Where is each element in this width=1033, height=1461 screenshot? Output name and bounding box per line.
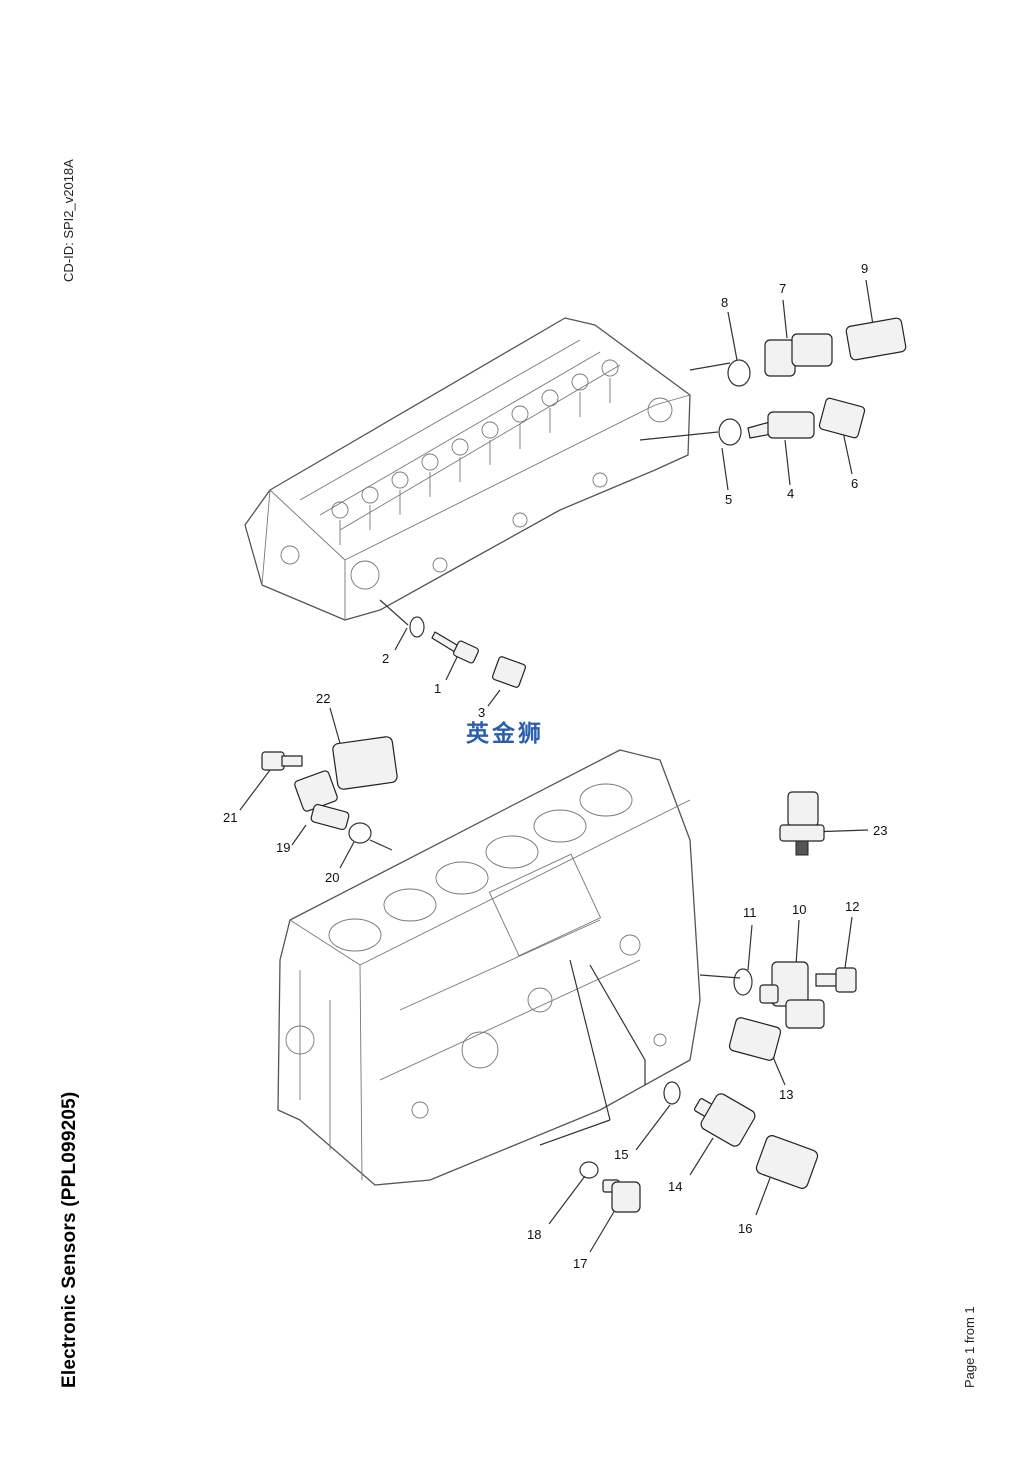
part-17-plug xyxy=(602,1179,641,1213)
part-19-speed-sensor xyxy=(294,770,350,831)
part-1-temperature-sensor xyxy=(431,631,479,664)
callout-5: 5 xyxy=(725,492,733,507)
callout-7: 7 xyxy=(779,281,787,296)
part-4-temperature-sensor xyxy=(747,411,815,439)
part-20-seal-ring xyxy=(348,822,372,844)
callout-2: 2 xyxy=(382,651,390,666)
part-14-pressure-sensor xyxy=(693,1093,756,1147)
part-8-seal-ring xyxy=(727,359,751,387)
callout-20: 20 xyxy=(325,870,340,885)
callout-19: 19 xyxy=(276,840,291,855)
part-5-seal-ring xyxy=(718,418,742,446)
part-23-pressure-sensor xyxy=(779,791,825,856)
callout-23: 23 xyxy=(873,823,888,838)
callout-13: 13 xyxy=(779,1087,794,1102)
part-16-connector xyxy=(755,1135,819,1189)
part-22-connector xyxy=(332,736,398,790)
engine-block-illustration xyxy=(277,749,701,1186)
callout-10: 10 xyxy=(792,902,807,917)
callout-12: 12 xyxy=(845,899,860,914)
callout-4: 4 xyxy=(787,486,795,501)
callout-6: 6 xyxy=(851,476,859,491)
part-7-pressure-sensor xyxy=(764,333,833,377)
callout-18: 18 xyxy=(527,1227,542,1242)
part-10-speed-sensor xyxy=(759,961,825,1029)
callout-16: 16 xyxy=(738,1221,753,1236)
watermark-text: 英金狮 xyxy=(466,721,544,747)
callout-17: 17 xyxy=(573,1256,588,1271)
leader-lines xyxy=(239,279,874,1253)
part-13-connector xyxy=(728,1017,782,1061)
part-18-seal-ring xyxy=(579,1161,599,1179)
part-12-bolt xyxy=(815,967,857,993)
cylinder-head-illustration xyxy=(244,317,691,621)
part-6-connector xyxy=(818,397,866,439)
callout-3: 3 xyxy=(478,705,486,720)
part-3-connector xyxy=(491,656,527,688)
callout-1: 1 xyxy=(434,681,442,696)
part-15-seal-ring xyxy=(663,1081,681,1105)
callout-21: 21 xyxy=(223,810,238,825)
callout-14: 14 xyxy=(668,1179,683,1194)
part-11-seal-ring xyxy=(733,968,753,996)
callout-22: 22 xyxy=(316,691,331,706)
part-2-seal-ring xyxy=(409,616,425,638)
callout-9: 9 xyxy=(861,261,869,276)
callout-11: 11 xyxy=(743,905,757,920)
part-9-connector xyxy=(845,317,907,361)
callout-15: 15 xyxy=(614,1147,629,1162)
part-21-bolt xyxy=(261,751,303,771)
callout-8: 8 xyxy=(721,295,729,310)
